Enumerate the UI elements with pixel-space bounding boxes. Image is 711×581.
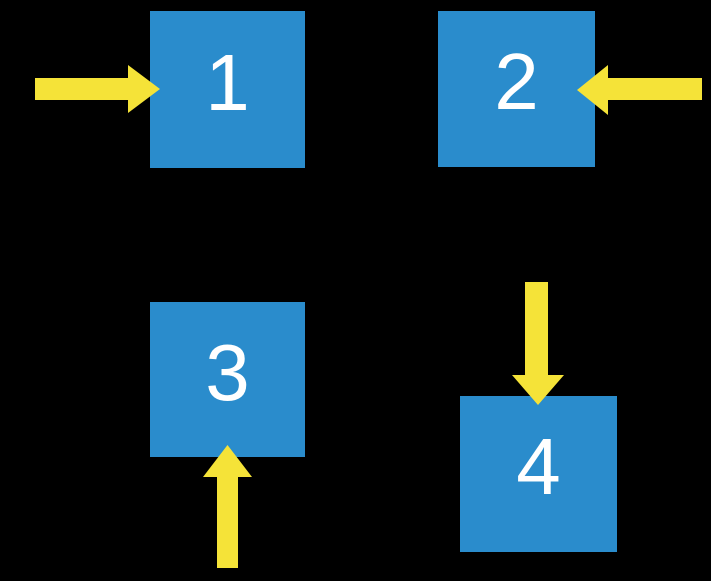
numbered-box-3: 3 bbox=[150, 302, 305, 457]
arrow-up-icon bbox=[203, 445, 252, 568]
box-2-label: 2 bbox=[494, 37, 539, 126]
arrow-left-icon bbox=[577, 65, 702, 115]
arrow-right-icon bbox=[35, 65, 160, 113]
numbered-box-2: 2 bbox=[438, 11, 595, 167]
box-3-label: 3 bbox=[205, 327, 250, 417]
box-4-label: 4 bbox=[516, 422, 561, 511]
numbered-box-4: 4 bbox=[460, 396, 617, 552]
numbered-box-1: 1 bbox=[150, 11, 305, 168]
arrow-down-icon bbox=[512, 282, 564, 405]
box-1-label: 1 bbox=[205, 37, 250, 127]
